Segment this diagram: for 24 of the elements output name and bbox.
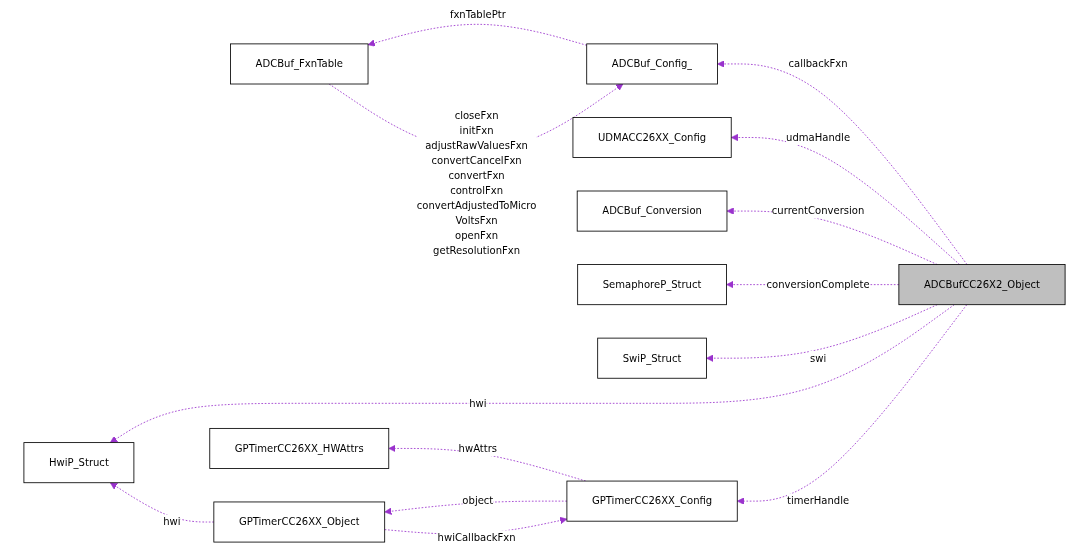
edge-label: hwi [469,397,487,410]
node-box: ADCBufCC26X2_Object [898,264,1066,306]
node-box: GPTimerCC26XX_Config [566,480,738,522]
node-box: ADCBuf_Config_ [586,43,718,85]
edge-label: hwi [163,516,181,528]
node-box: SemaphoreP_Struct [577,264,727,306]
edge-label: currentConversion [771,205,865,217]
edge-label: conversionComplete [766,278,870,291]
node-box: ADCBuf_Conversion [576,190,728,232]
edge-label: hwAttrs [458,442,498,455]
edge-label: swi [809,352,827,365]
node-box: GPTimerCC26XX_Object [213,501,386,543]
edge-label: object [462,495,494,507]
node-box: UDMACC26XX_Config [572,117,732,158]
node-box: ADCBuf_FxnTable [230,43,369,85]
edge-label: udmaHandle [786,131,851,144]
node-box: SwiP_Struct [597,337,707,379]
edge-label: callbackFxn [788,58,848,70]
node-box: GPTimerCC26XX_HWAttrs [209,427,390,469]
edge-label: closeFxn initFxn adjustRawValuesFxn convertCancelFxn convertFxn controlFxn convertAdjustedToMicro VoltsFxn openFxn getResolutionFxn [416,109,537,257]
edge-label: fxnTablePtr [449,8,506,21]
edge-label: hwiCallbackFxn [437,531,516,544]
edge-label: timerHandle [786,495,850,507]
node-box: HwiP_Struct [23,442,135,484]
